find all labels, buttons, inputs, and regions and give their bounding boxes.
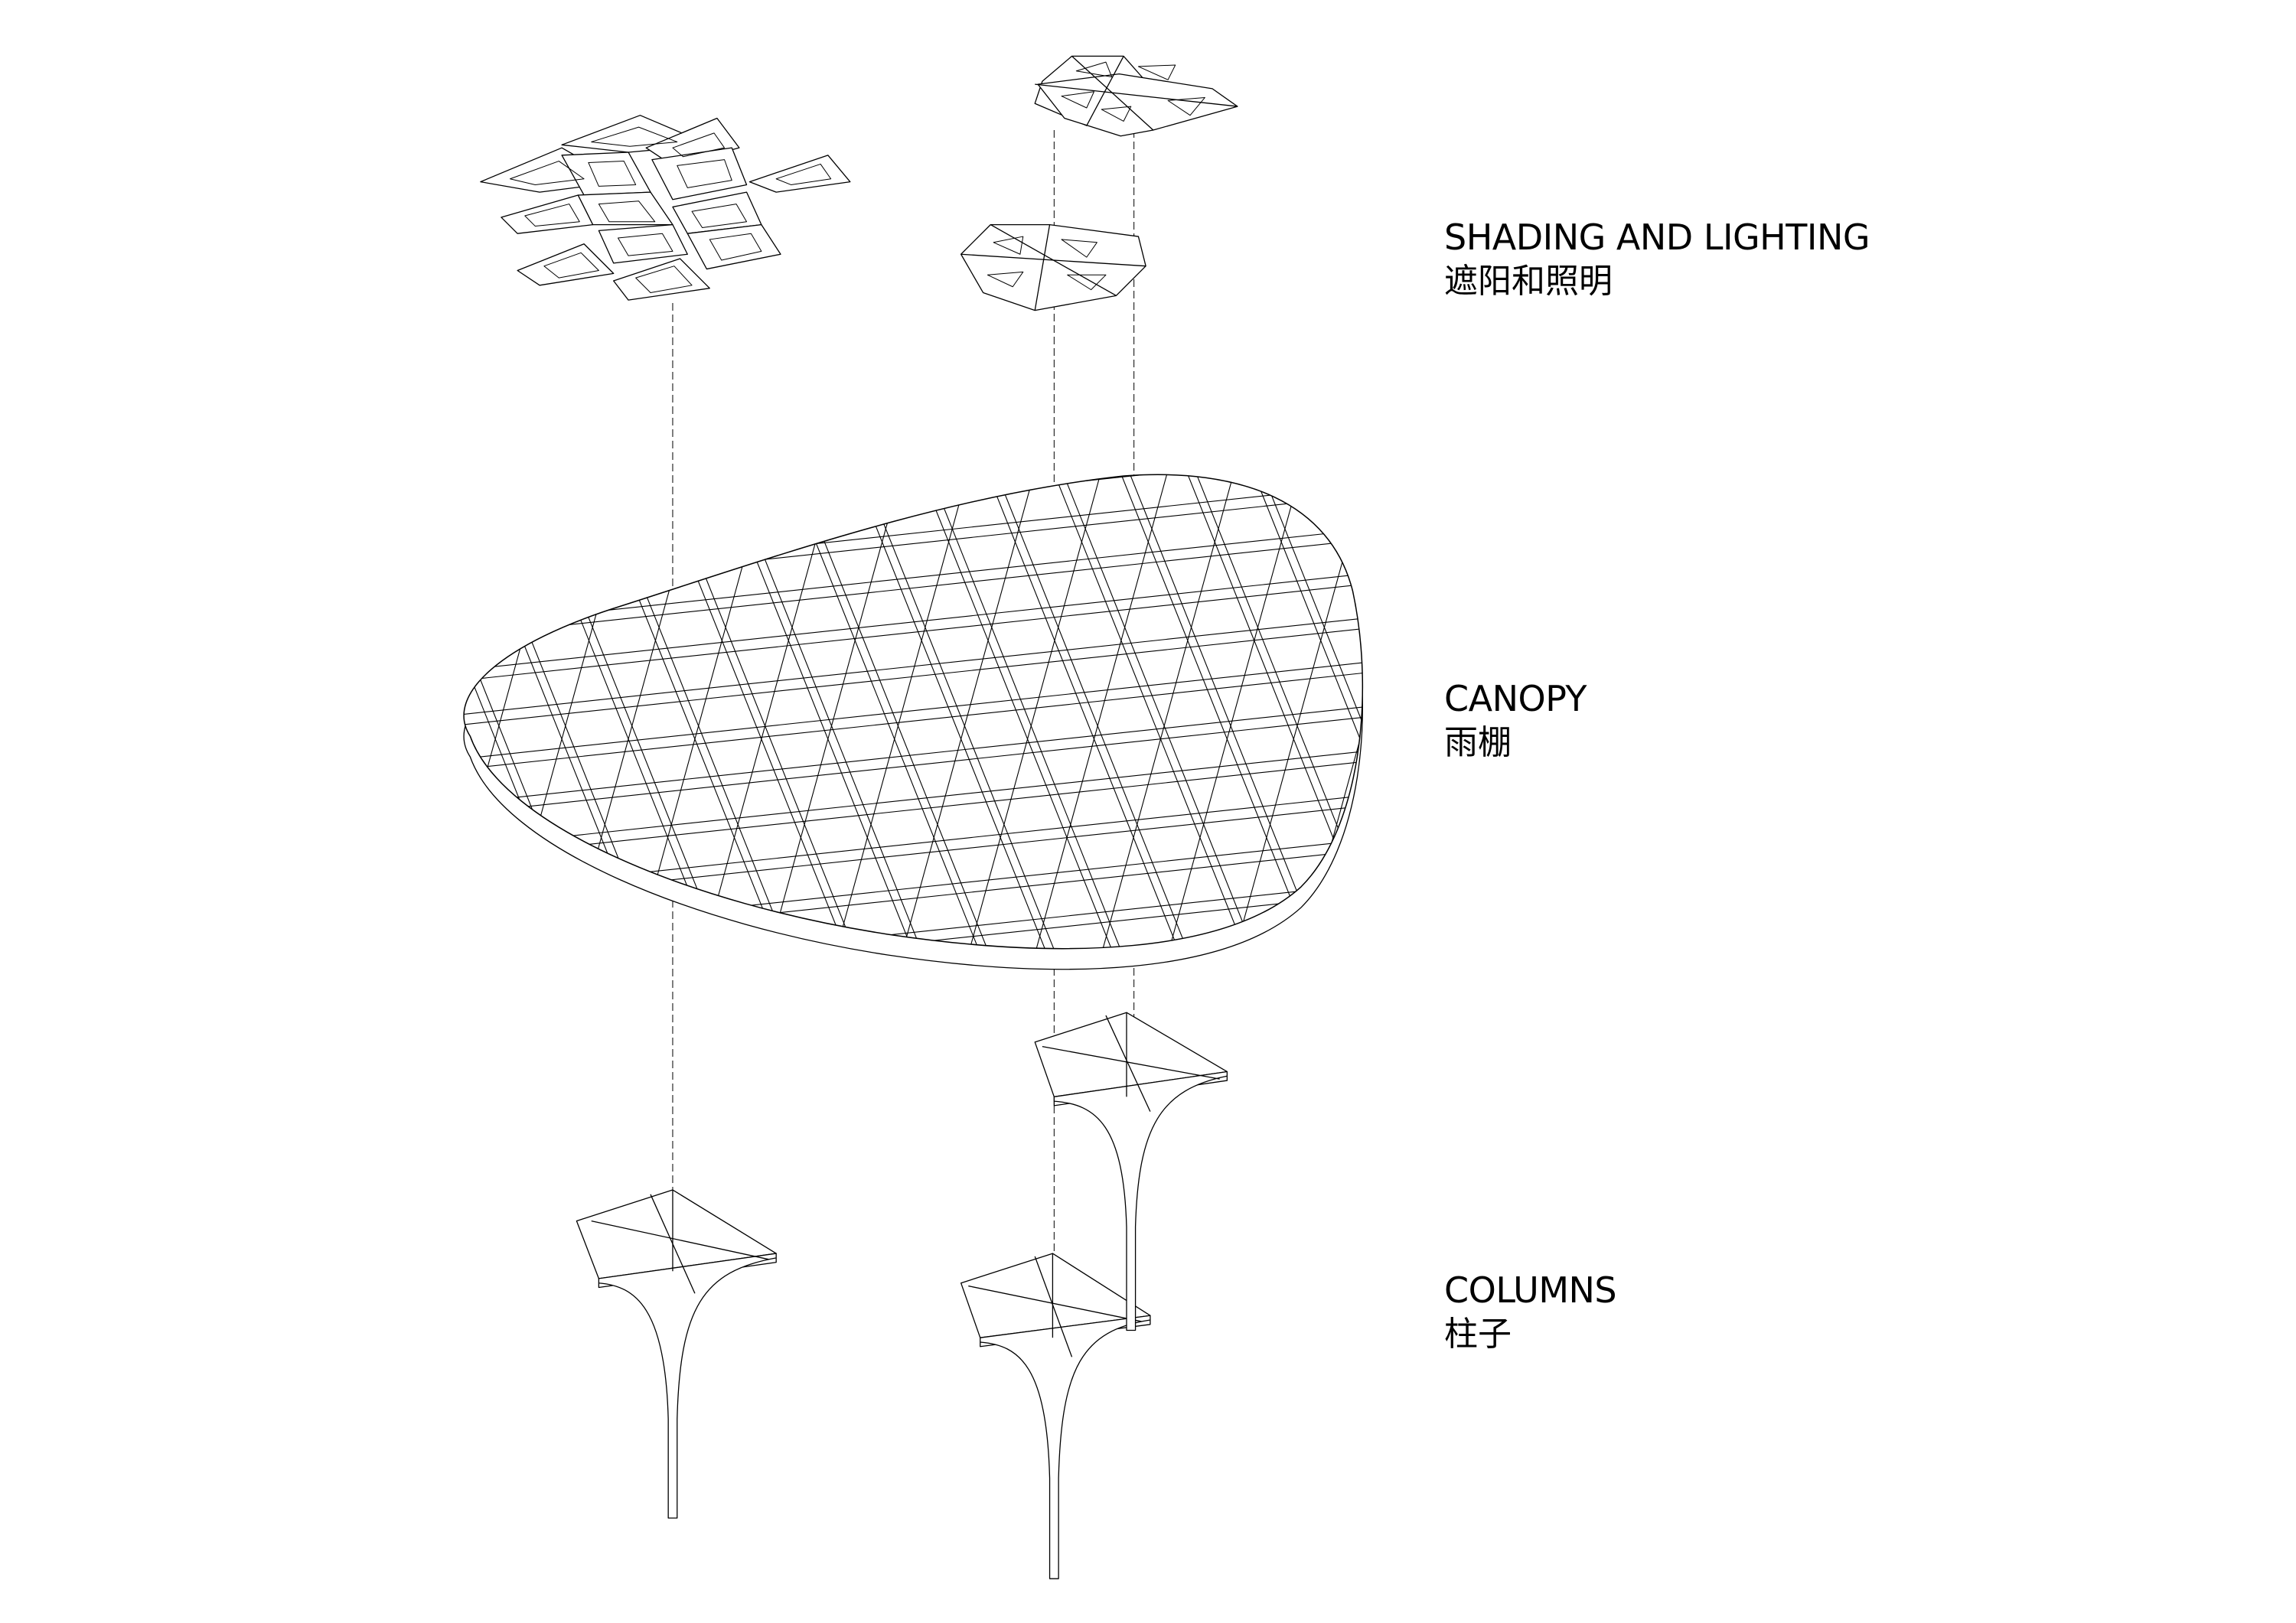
canopy-beam-diagonal	[0, 444, 81, 1035]
canopy-beam-diagonal	[0, 444, 223, 1035]
canopy-beam-diagonal	[281, 444, 443, 1035]
canopy-beam-diagonal	[15, 444, 177, 1035]
canopy-beam-diagonal	[0, 444, 15, 1035]
canopy-beam-diagonal	[44, 444, 281, 1035]
canopy-beam-diagonal	[1612, 444, 1774, 1035]
canopy-beam-horizontal	[370, 650, 1479, 769]
canopy-beam-diagonal	[985, 444, 1221, 1035]
canopy-beam-diagonal	[1744, 444, 1906, 1035]
canopy-beam-horizontal	[370, 961, 1479, 1080]
canopy-beam-horizontal	[370, 971, 1479, 1090]
canopy-beam-horizontal	[370, 1050, 1479, 1168]
canopy-beam-diagonal	[852, 444, 1088, 1035]
canopy-beam-diagonal	[1251, 444, 1487, 1035]
canopy-beam-horizontal	[370, 695, 1479, 813]
canopy-beam-horizontal	[370, 295, 1479, 414]
label-columns: COLUMNS 柱子	[1444, 1269, 1617, 1354]
canopy-beam-diagonal	[120, 444, 357, 1035]
panel-cluster-inner-triangles	[510, 127, 830, 292]
canopy-beam-diagonal	[0, 444, 90, 1035]
canopy-beam-horizontal	[370, 617, 1479, 735]
canopy-beam-diagonal	[81, 444, 243, 1035]
canopy-beam-diagonal	[178, 444, 414, 1035]
canopy-beam-horizontal	[370, 872, 1479, 991]
canopy-beam-diagonal	[186, 444, 422, 1035]
canopy-beam-diagonal	[244, 444, 481, 1035]
column-right-back	[1035, 1012, 1227, 1330]
panel-cluster-top-right	[1035, 56, 1238, 135]
shading-and-lighting-title-en: SHADING AND LIGHTING	[1444, 217, 1870, 258]
canopy-beam-horizontal	[370, 306, 1479, 425]
canopy-beam-diagonal	[0, 444, 44, 1035]
canopy-beam-horizontal	[370, 1005, 1479, 1124]
label-shading-and-lighting: SHADING AND LIGHTING 遮阳和照明	[1444, 217, 1870, 301]
canopy-title-zh: 雨棚	[1444, 722, 1512, 762]
canopy-beam-horizontal	[370, 660, 1479, 779]
canopy-beam-diagonal	[54, 444, 290, 1035]
canopy-title-en: CANOPY	[1444, 678, 1587, 719]
canopy-beam-horizontal	[370, 350, 1479, 469]
column-right-front	[961, 1253, 1150, 1579]
canopy-beam-horizontal	[370, 384, 1479, 503]
canopy-beam-diagonal	[0, 444, 111, 1035]
canopy-beam-horizontal	[370, 340, 1479, 458]
canopy-beam-diagonal	[0, 444, 157, 1035]
canopy-beam-horizontal	[370, 562, 1479, 680]
canopy-beam-diagonal	[0, 444, 24, 1035]
canopy-beam-diagonal	[1184, 444, 1420, 1035]
columns-title-en: COLUMNS	[1444, 1269, 1617, 1311]
canopy-beam-diagonal	[214, 444, 377, 1035]
panel-cluster-middle-right	[961, 225, 1146, 311]
canopy-beam-diagonal	[1013, 444, 1175, 1035]
label-canopy: CANOPY 雨棚	[1444, 679, 1587, 762]
canopy-beam-horizontal	[370, 395, 1479, 513]
canopy-beam-diagonal	[0, 444, 214, 1035]
canopy-beam-horizontal	[370, 705, 1479, 823]
canopy-beam-diagonal	[0, 444, 148, 1035]
shading-lighting-panels	[481, 56, 1238, 310]
canopy-beam-horizontal	[370, 1060, 1479, 1178]
canopy-beam-diagonal	[148, 444, 310, 1035]
columns-title-zh: 柱子	[1444, 1314, 1512, 1354]
canopy-beam-diagonal	[1146, 444, 1308, 1035]
canopy-beam-diagonal	[946, 444, 1108, 1035]
canopy-slab	[0, 162, 1907, 1178]
shading-and-lighting-title-zh: 遮阳和照明	[1444, 261, 1613, 301]
columns	[576, 1012, 1227, 1579]
column-left	[576, 1190, 776, 1518]
canopy-beam-diagonal	[918, 444, 1155, 1035]
canopy-beam-diagonal	[111, 444, 347, 1035]
canopy-beam-horizontal	[370, 1015, 1479, 1134]
canopy-beam-diagonal	[785, 444, 1022, 1035]
canopy-beam-diagonal	[1079, 444, 1241, 1035]
canopy-beam-diagonal	[879, 444, 1042, 1035]
canopy-beam-diagonal	[1678, 444, 1841, 1035]
canopy-beam-horizontal	[370, 606, 1479, 725]
canopy-outline	[464, 474, 1362, 948]
canopy-beam-diagonal	[253, 444, 489, 1035]
